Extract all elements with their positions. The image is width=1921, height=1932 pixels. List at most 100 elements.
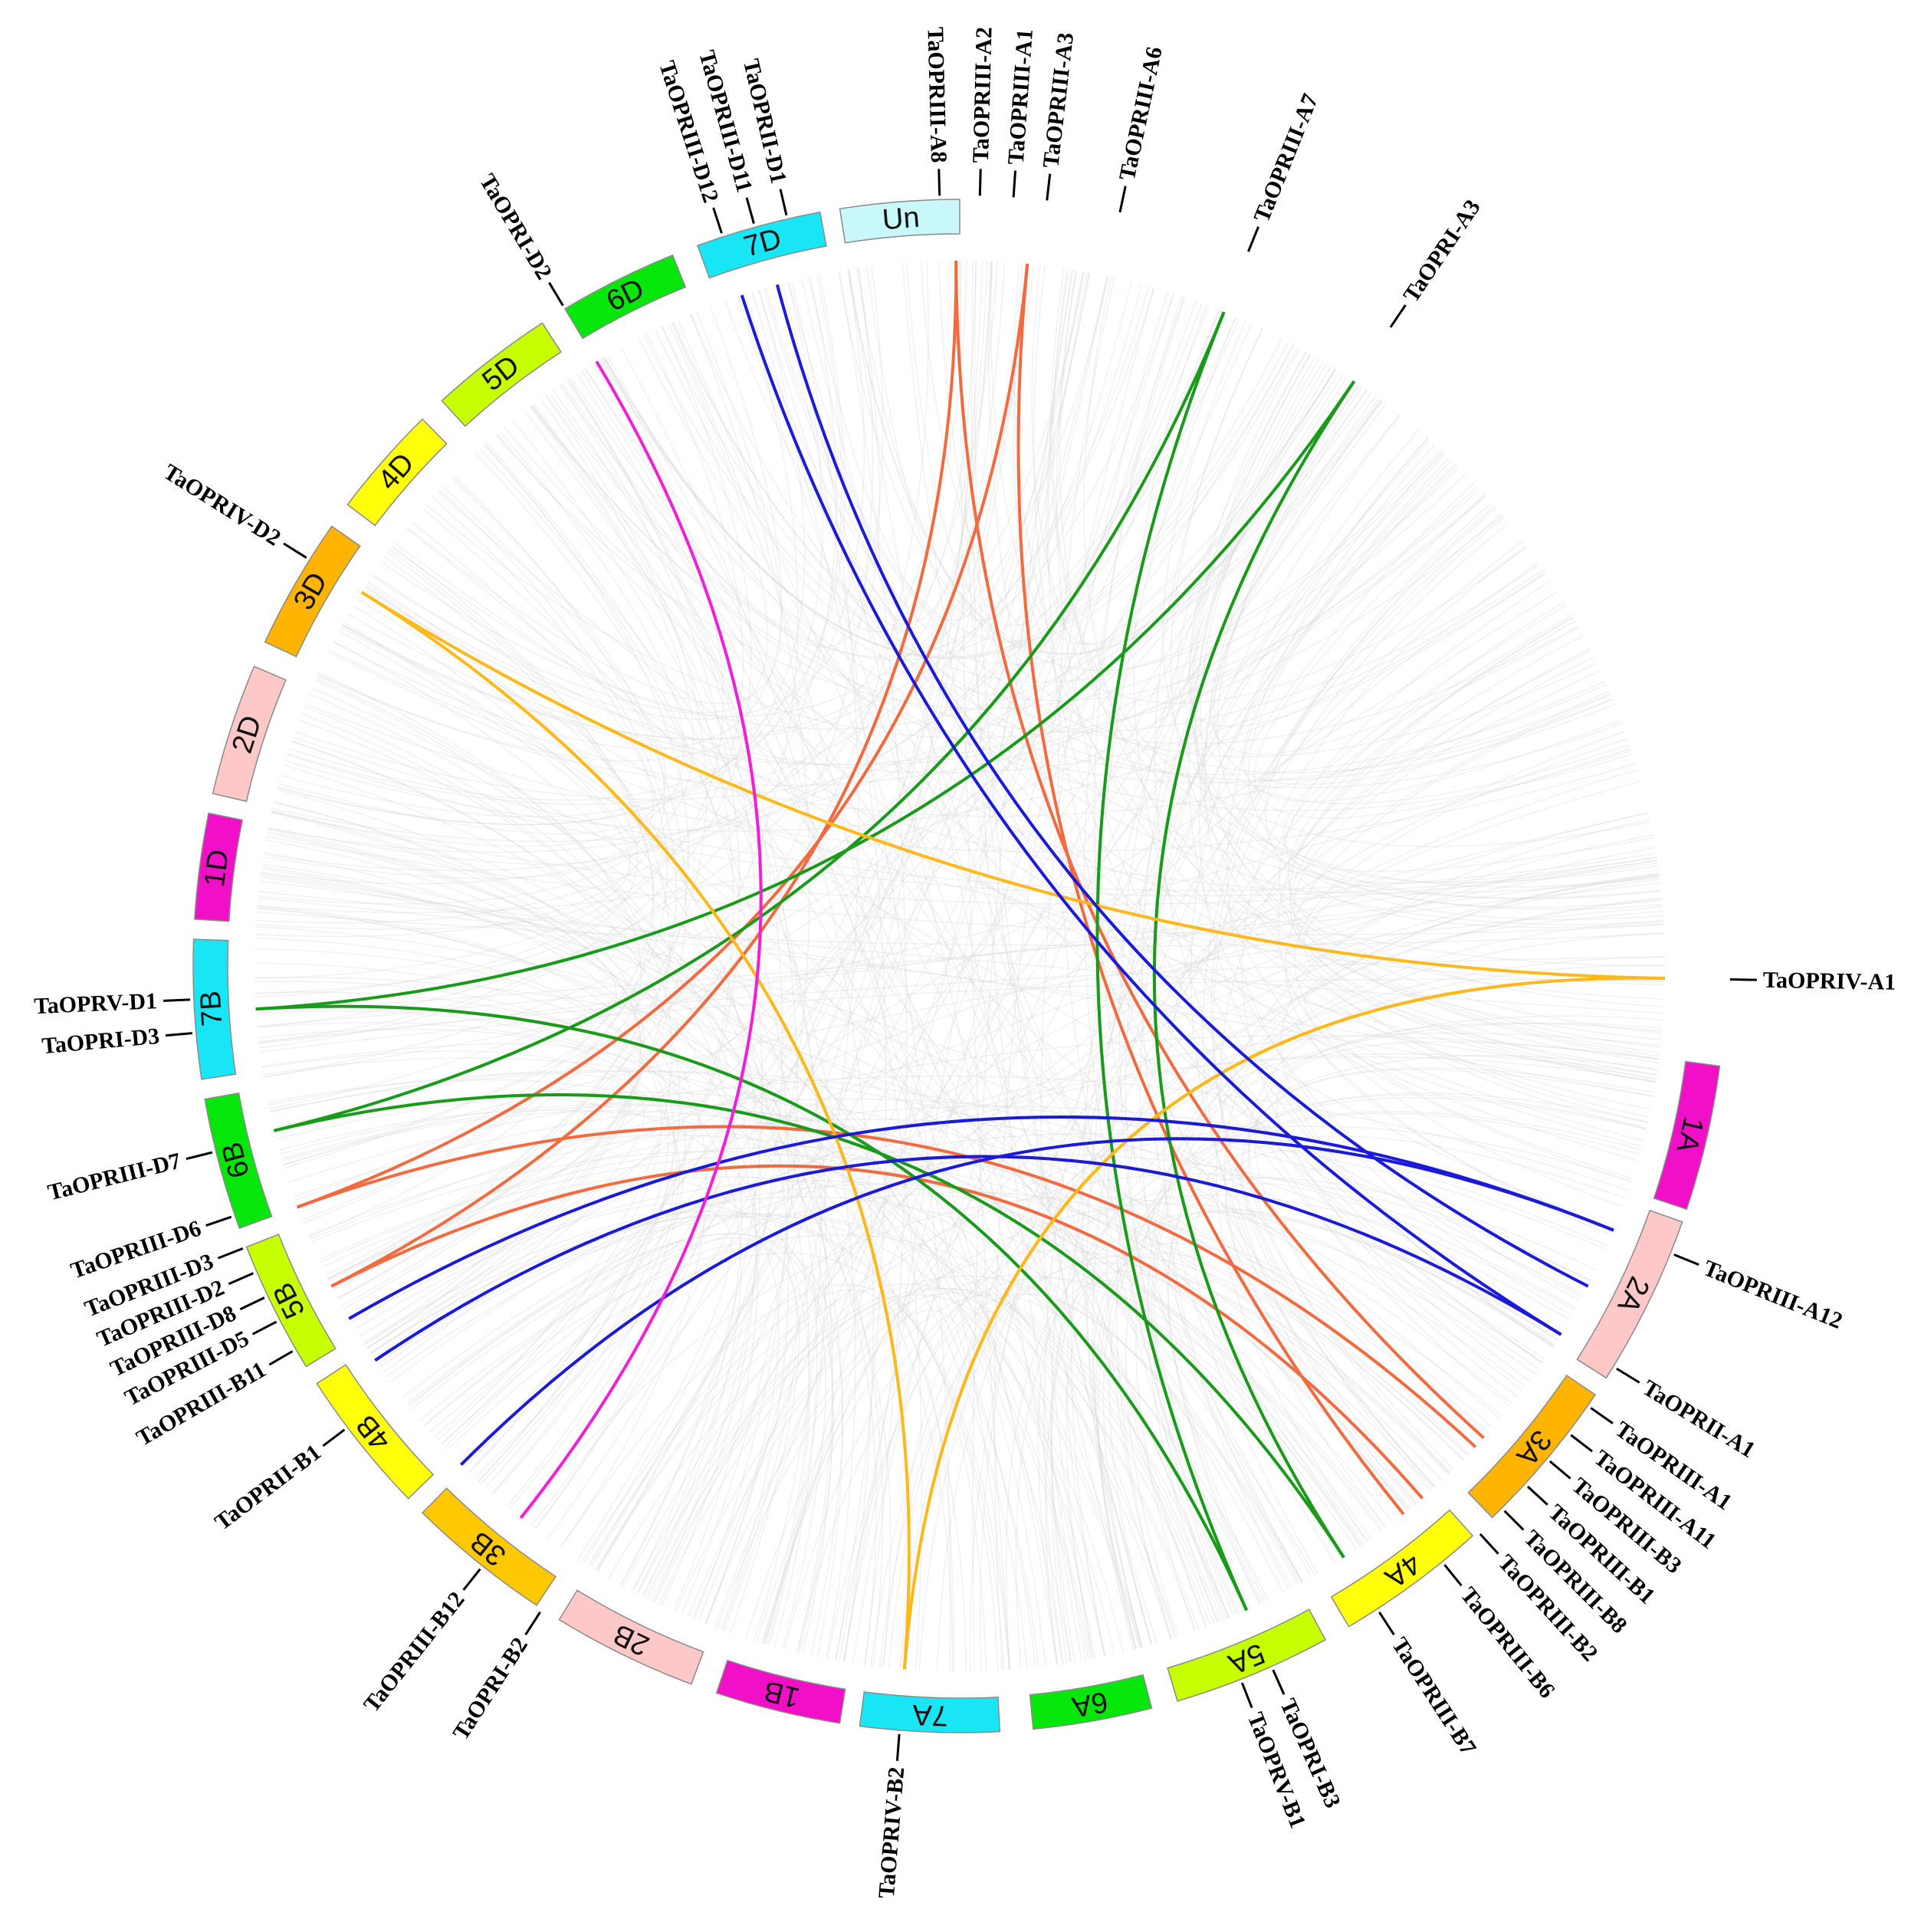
- background-link: [1052, 268, 1650, 847]
- duplication-link: [954, 261, 1486, 1440]
- background-link: [261, 868, 1039, 1668]
- background-link: [1139, 415, 1401, 1602]
- background-link: [1243, 465, 1621, 802]
- background-link: [371, 271, 1085, 717]
- background-link: [407, 1032, 1661, 1406]
- background-link: [479, 449, 1064, 1664]
- chromosome-4a: [1330, 1509, 1474, 1628]
- background-link: [1031, 264, 1663, 910]
- background-link: [534, 264, 1029, 1530]
- background-link: [584, 368, 1368, 1543]
- background-link: [974, 261, 1152, 1645]
- background-link: [328, 812, 1649, 1282]
- background-link: [993, 288, 1155, 1671]
- background-link: [1213, 522, 1509, 1491]
- background-link: [637, 1125, 1632, 1594]
- background-link: [434, 284, 1142, 1438]
- background-link: [905, 262, 1210, 626]
- background-link: [300, 713, 742, 1592]
- background-link: [294, 389, 1368, 800]
- background-link: [395, 543, 1656, 1083]
- background-link: [959, 260, 1153, 1645]
- background-link: [366, 1196, 1358, 1550]
- gene-tick: [1272, 1669, 1286, 1695]
- background-link: [342, 474, 1466, 766]
- chromosome-un: [839, 199, 960, 244]
- gene-label: TaOPRIV-B2: [874, 1766, 909, 1899]
- chromosome-3b: [422, 1487, 557, 1606]
- background-link: [972, 269, 1074, 1671]
- background-link: [1192, 1182, 1577, 1564]
- background-link: [301, 497, 668, 1221]
- background-link: [690, 314, 1664, 925]
- background-link: [969, 656, 1594, 1671]
- background-link: [260, 872, 1513, 1405]
- background-link: [261, 866, 686, 1507]
- background-link: [1199, 386, 1554, 1349]
- background-link: [272, 369, 1336, 843]
- background-link: [980, 540, 1523, 1671]
- background-link: [406, 527, 1501, 1420]
- background-link: [691, 403, 1387, 1619]
- background-link: [268, 581, 642, 866]
- background-link: [638, 337, 1558, 1341]
- background-link: [341, 344, 1294, 1306]
- background-link: [1217, 389, 1663, 909]
- background-link: [257, 1022, 1090, 1660]
- background-link: [268, 828, 642, 1355]
- background-link: [1102, 1112, 1640, 1648]
- gene-tick: [1389, 304, 1407, 328]
- background-link: [531, 405, 1611, 784]
- background-link: [293, 1098, 1591, 1282]
- background-link: [492, 301, 1197, 1495]
- background-link: [675, 1250, 1449, 1612]
- background-link: [650, 1293, 1141, 1648]
- chromosome-7a: [859, 1691, 1001, 1733]
- gene-tick: [217, 1247, 244, 1260]
- gene-label: TaOPRI-D3: [41, 1024, 160, 1059]
- chromosome-3a: [1467, 1374, 1597, 1519]
- background-link: [486, 442, 856, 1659]
- background-link: [1095, 1209, 1555, 1649]
- gene-label: TaOPRIII-A1: [1003, 28, 1038, 166]
- background-link: [619, 314, 810, 1585]
- duplication-link: [296, 1125, 1477, 1448]
- background-link: [764, 276, 1108, 1644]
- background-link: [1225, 1149, 1607, 1509]
- background-link: [271, 812, 759, 1612]
- background-link: [672, 320, 1380, 665]
- gene-tick: [1503, 1510, 1525, 1531]
- background-link: [258, 897, 1657, 1080]
- background-link: [1040, 291, 1169, 1659]
- background-link: [552, 389, 1058, 1665]
- background-link: [848, 269, 1444, 672]
- chromosome-1a: [1653, 1060, 1721, 1211]
- background-link: [408, 1233, 827, 1649]
- background-link: [1071, 457, 1450, 1657]
- background-link: [1277, 617, 1624, 1208]
- background-link: [509, 261, 993, 1510]
- gene-tick: [524, 1612, 541, 1636]
- background-link: [258, 891, 1663, 1014]
- background-link: [440, 1243, 798, 1631]
- background-link: [254, 476, 665, 938]
- background-link: [751, 291, 951, 1671]
- background-link: [724, 324, 1253, 1631]
- background-link: [763, 288, 1631, 1183]
- gene-tick: [938, 169, 941, 196]
- background-link: [704, 1203, 1559, 1625]
- background-link: [271, 431, 685, 847]
- background-link: [1189, 353, 1630, 804]
- background-link: [267, 830, 642, 1349]
- gene-tick: [1012, 170, 1017, 198]
- gene-label: TaOPRIII-A2: [968, 27, 997, 163]
- background-link: [560, 1283, 987, 1671]
- background-link: [365, 586, 833, 1653]
- background-link: [597, 276, 1108, 1572]
- gene-label: TaOPRI-D2: [475, 169, 557, 284]
- background-link: [308, 395, 708, 1238]
- background-link: [1167, 1094, 1647, 1605]
- background-link: [737, 296, 1657, 1076]
- background-link: [548, 310, 1220, 661]
- gene-label: TaOPRI-B2: [448, 1633, 533, 1745]
